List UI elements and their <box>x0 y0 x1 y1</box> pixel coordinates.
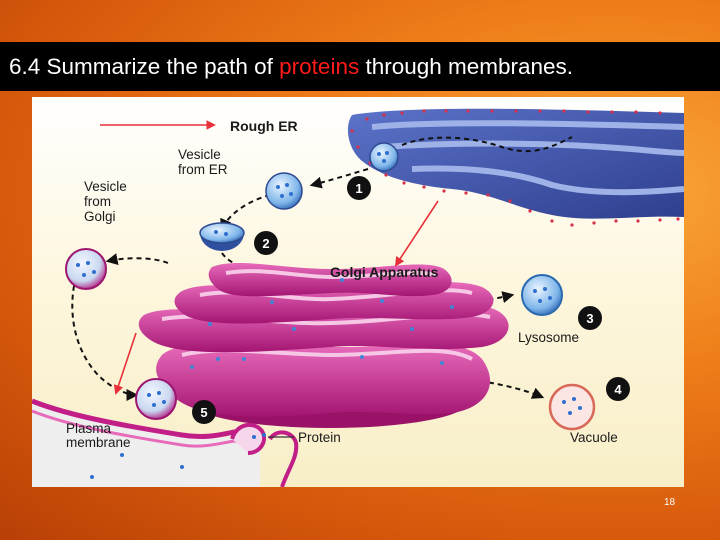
red-annotation-arrows <box>100 120 439 395</box>
slide-title: 6.4 Summarize the path of proteins throu… <box>0 42 720 91</box>
diagram-panel: 1 2 3 4 5 Rough ER Vesicle from ER Ve <box>32 97 684 487</box>
label-vesicle-from-golgi-line2: from <box>84 194 111 209</box>
step-badge-5: 5 <box>192 400 216 424</box>
red-arrow-golgi <box>394 200 439 267</box>
label-rough-er: Rough ER <box>230 118 298 134</box>
vesicle-step-2 <box>199 222 245 251</box>
page-number: 18 <box>664 497 676 508</box>
vesicle-from-er <box>265 172 303 210</box>
rough-er <box>347 108 684 227</box>
step-number-3: 3 <box>586 311 593 326</box>
step-badge-4: 4 <box>606 377 630 401</box>
label-vesicle-from-er-line1: Vesicle <box>178 147 221 162</box>
vacuole-vesicle <box>548 383 596 431</box>
label-vesicle-from-golgi-line1: Vesicle <box>84 179 127 194</box>
step-number-4: 4 <box>614 382 622 397</box>
title-highlight-proteins: proteins <box>279 54 360 79</box>
red-arrow-plasma-membrane <box>113 332 137 395</box>
vesicle-from-golgi <box>65 248 107 290</box>
lysosome-vesicle <box>521 274 563 316</box>
step-badge-3: 3 <box>578 306 602 330</box>
title-text-end: through membranes. <box>359 54 574 79</box>
label-vacuole: Vacuole <box>570 430 618 445</box>
title-text-start: 6.4 Summarize the path of <box>9 54 280 79</box>
label-lysosome: Lysosome <box>518 330 579 345</box>
vesicle-step-5 <box>135 378 177 420</box>
step-badge-2: 2 <box>254 231 278 255</box>
step-number-1: 1 <box>355 181 362 196</box>
label-plasma-membrane-line1: Plasma <box>66 421 112 436</box>
label-protein: Protein <box>298 430 341 445</box>
label-plasma-membrane-line2: membrane <box>66 435 131 450</box>
step-number-2: 2 <box>262 236 269 251</box>
protein-path-diagram: 1 2 3 4 5 Rough ER Vesicle from ER Ve <box>32 97 684 487</box>
step-badge-1: 1 <box>347 176 371 200</box>
step-number-5: 5 <box>200 405 207 420</box>
label-vesicle-from-golgi-line3: Golgi <box>84 209 116 224</box>
golgi-apparatus <box>138 263 509 428</box>
label-vesicle-from-er-line2: from ER <box>178 162 228 177</box>
label-golgi-apparatus: Golgi Apparatus <box>330 264 439 280</box>
plasma-membrane <box>32 398 299 487</box>
